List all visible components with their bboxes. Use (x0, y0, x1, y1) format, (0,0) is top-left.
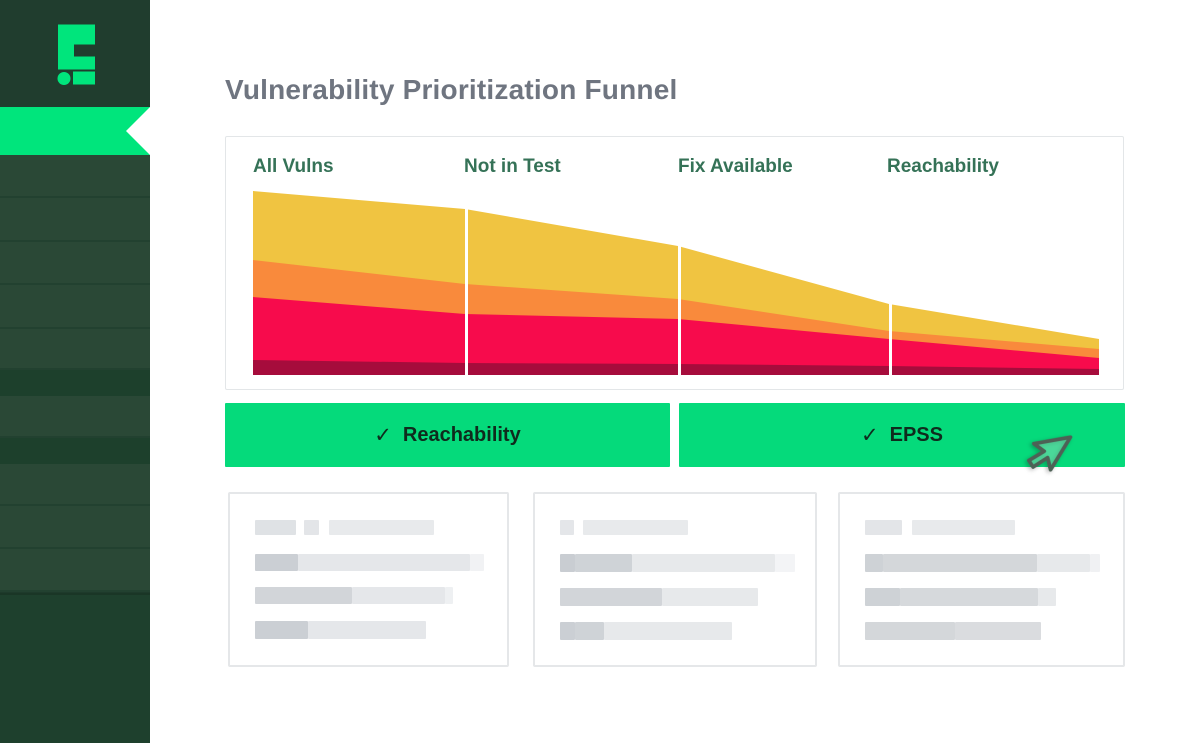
skeleton-row (255, 587, 507, 604)
stage-divider (889, 185, 892, 379)
skeleton-row (865, 554, 1123, 572)
skeleton-bar (912, 520, 1015, 535)
skeleton-row (255, 554, 507, 571)
placeholder-card (838, 492, 1125, 667)
sidebar-item-active[interactable] (0, 107, 150, 155)
skeleton-bar (865, 622, 955, 640)
skeleton-bar (255, 587, 352, 604)
skeleton-bar (865, 588, 900, 606)
stage-label-not-in-test: Not in Test (464, 156, 561, 177)
brand-logo-icon (57, 24, 95, 85)
skeleton-bar (255, 520, 296, 535)
skeleton-bar (560, 520, 574, 535)
skeleton-row (560, 520, 815, 535)
page-title: Vulnerability Prioritization Funnel (225, 74, 678, 105)
stage-label-all-vulns: All Vulns (253, 156, 334, 177)
skeleton-bar (865, 520, 902, 535)
check-icon: ✓ (374, 423, 392, 447)
skeleton-bar (255, 621, 308, 639)
reachability-toggle-label: Reachability (402, 423, 521, 446)
stage-divider (465, 185, 468, 379)
placeholder-card (533, 492, 817, 667)
skeleton-bar (662, 588, 758, 606)
skeleton-bar (560, 588, 662, 606)
skeleton-bar (1037, 554, 1090, 572)
funnel-panel: All Vulns Not in Test Fix Available Reac… (225, 136, 1124, 390)
sidebar-item[interactable] (0, 438, 150, 464)
sidebar-item[interactable] (0, 155, 150, 198)
funnel-layer-severity-red (253, 297, 1099, 375)
skeleton-row (255, 621, 507, 639)
skeleton-bar (575, 554, 632, 572)
skeleton-row (865, 622, 1123, 640)
sidebar-item[interactable] (0, 285, 150, 329)
skeleton-row (865, 588, 1123, 606)
skeleton-bar (865, 554, 883, 572)
skeleton-row (560, 622, 815, 640)
skeleton-bar (304, 520, 319, 535)
skeleton-bar (575, 622, 604, 640)
sidebar-item[interactable] (0, 370, 150, 396)
placeholder-card (228, 492, 509, 667)
sidebar (0, 0, 150, 743)
skeleton-bar (583, 520, 688, 535)
check-icon: ✓ (861, 423, 879, 447)
skeleton-bar (1090, 554, 1100, 572)
stage-label-reachability: Reachability (887, 156, 999, 177)
reachability-toggle-button[interactable]: ✓ Reachability (225, 403, 670, 467)
skeleton-bar (900, 588, 1038, 606)
sidebar-item[interactable] (0, 242, 150, 285)
sidebar-item[interactable] (0, 464, 150, 506)
stage-label-fix-available: Fix Available (678, 156, 793, 177)
skeleton-bar (352, 587, 445, 604)
skeleton-bar (560, 554, 575, 572)
skeleton-bar (560, 622, 575, 640)
skeleton-bar (470, 554, 484, 571)
skeleton-row (560, 588, 815, 606)
epss-toggle-label: EPSS (889, 423, 943, 446)
sidebar-item[interactable] (0, 506, 150, 549)
skeleton-bar (775, 554, 795, 572)
skeleton-bar (1038, 588, 1056, 606)
skeleton-bar (308, 621, 426, 639)
sidebar-item[interactable] (0, 198, 150, 242)
skeleton-bar (883, 554, 1037, 572)
sidebar-item[interactable] (0, 396, 150, 438)
skeleton-bar (604, 622, 732, 640)
logo-block[interactable] (0, 0, 150, 107)
skeleton-row (255, 520, 507, 535)
epss-toggle-button[interactable]: ✓ EPSS (679, 403, 1125, 467)
stage-divider (678, 185, 681, 379)
skeleton-bar (298, 554, 470, 571)
skeleton-row (865, 520, 1123, 535)
active-notch-arrow (126, 107, 150, 155)
sidebar-nav (0, 155, 150, 592)
skeleton-bar (255, 554, 298, 571)
funnel-chart (253, 185, 1099, 379)
sidebar-footer (0, 593, 150, 743)
funnel-layer-severity-maroon (253, 360, 1099, 375)
skeleton-bar (329, 520, 434, 535)
sidebar-item[interactable] (0, 549, 150, 592)
skeleton-bar (955, 622, 1041, 640)
skeleton-bar (445, 587, 453, 604)
skeleton-bar (632, 554, 775, 572)
sidebar-item[interactable] (0, 329, 150, 370)
skeleton-row (560, 554, 815, 572)
